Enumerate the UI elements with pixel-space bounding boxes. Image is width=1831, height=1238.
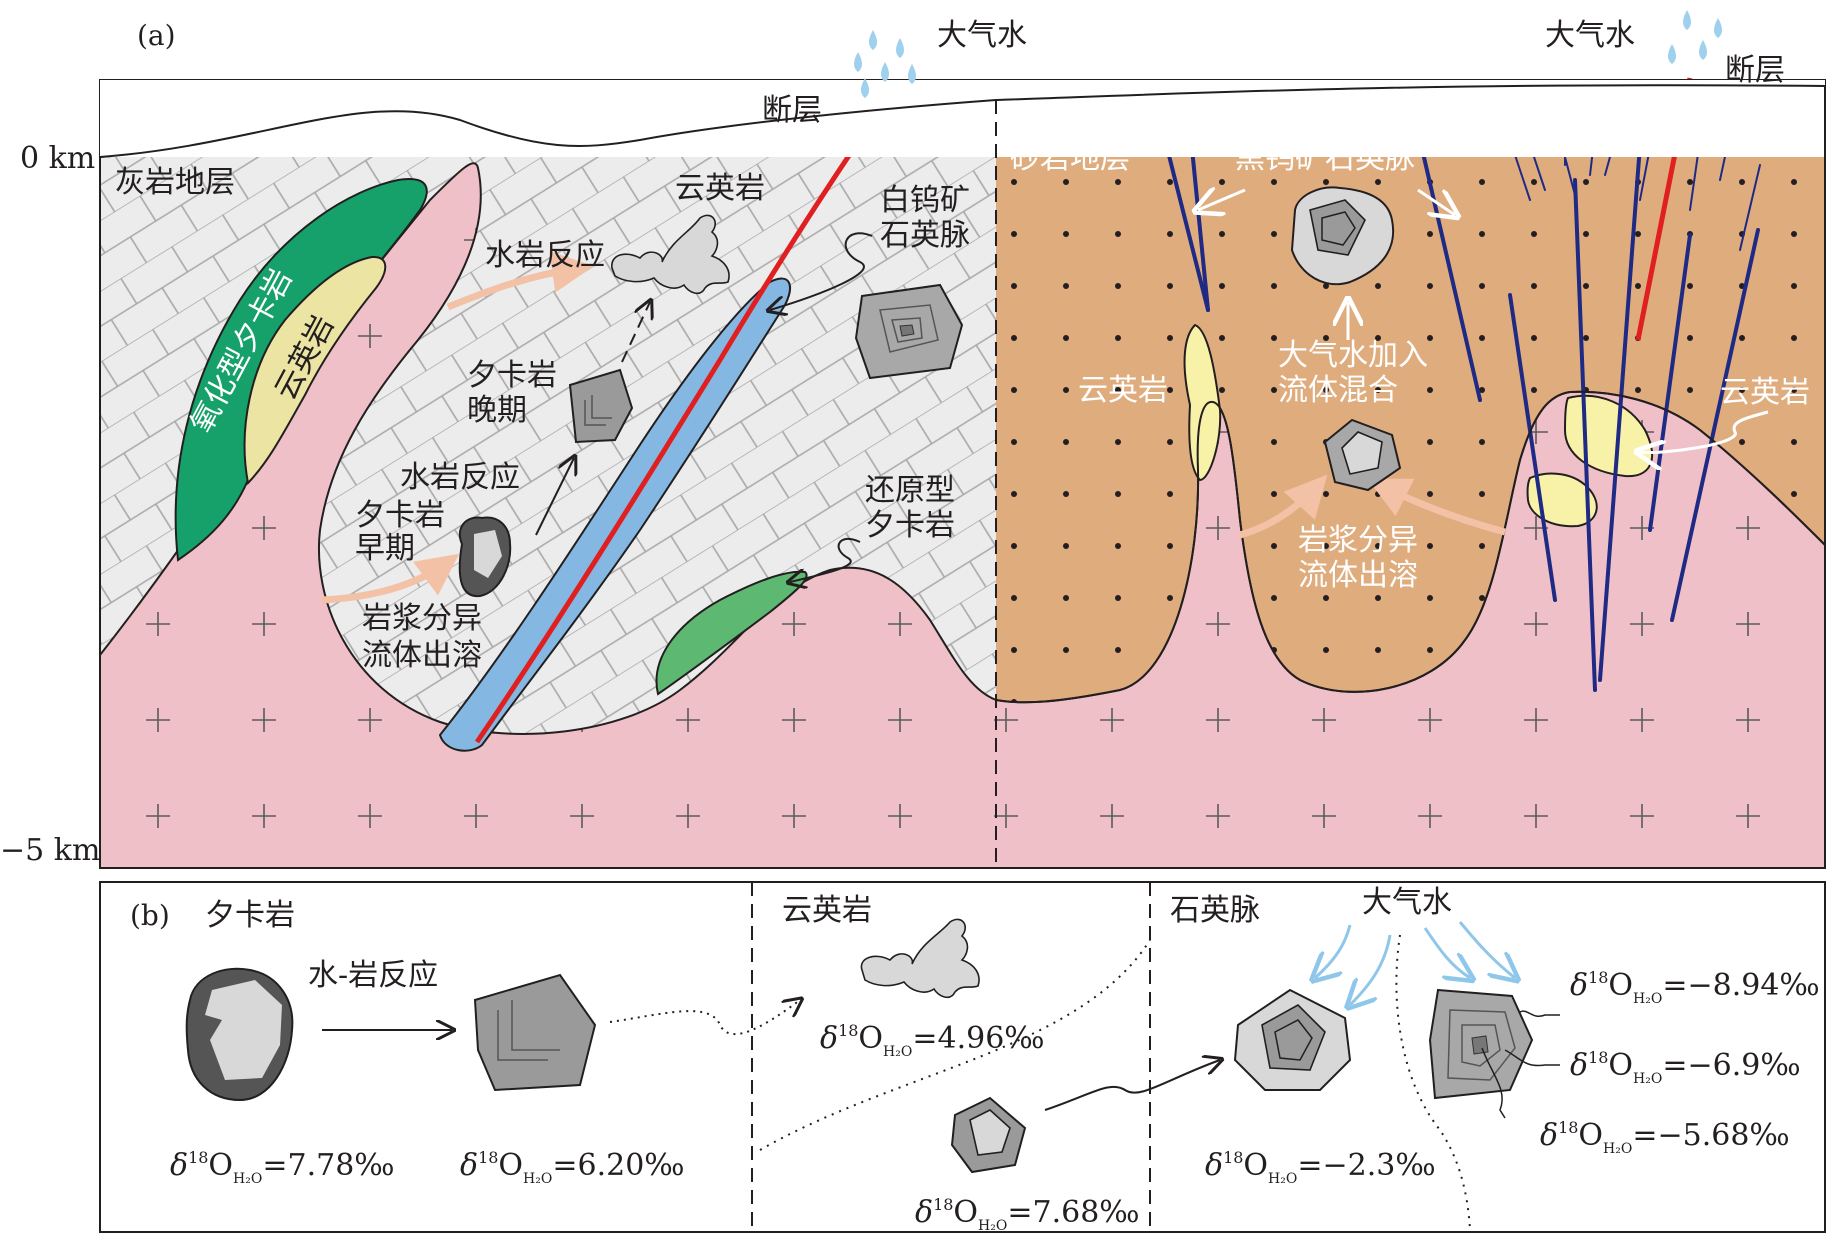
fault-label-left: 断层 bbox=[762, 93, 822, 128]
depth-bottom-label: −5 km bbox=[0, 833, 100, 868]
panel-b-tag: (b) bbox=[130, 899, 170, 932]
panel-b: (b) 夕卡岩 云英岩 石英脉 大气水 水-岩反应 bbox=[99, 881, 1826, 1234]
meteoric-water-label-b: 大气水 bbox=[1362, 885, 1452, 920]
water-rock-reaction-label-1: 水岩反应 bbox=[485, 238, 605, 273]
wolframite-vein-label: 黑钨矿石英脉 bbox=[1235, 141, 1415, 176]
scheelite-label-2: 石英脉 bbox=[880, 218, 970, 253]
skarn-late-crystal-icon-b bbox=[473, 973, 597, 1092]
greisen-aggregate-icon bbox=[611, 214, 730, 295]
scheelite-label-1: 白钨矿 bbox=[880, 183, 970, 218]
svg-text:δ18OH₂O=−6.9‰: δ18OH₂O=−6.9‰ bbox=[1570, 1048, 1801, 1087]
isotope-vein-mid: δ18OH₂O=−2.3‰ bbox=[1205, 1148, 1436, 1187]
fault-line-left bbox=[474, 108, 883, 744]
rain-icon bbox=[854, 30, 916, 98]
vein-title: 石英脉 bbox=[1170, 893, 1260, 928]
svg-text:δ18OH₂O=4.96‰: δ18OH₂O=4.96‰ bbox=[820, 1021, 1045, 1060]
svg-text:δ18OH₂O=6.20‰: δ18OH₂O=6.20‰ bbox=[460, 1148, 685, 1187]
svg-text:δ18OH₂O=7.78‰: δ18OH₂O=7.78‰ bbox=[170, 1148, 395, 1187]
isotope-skarn-late: δ18OH₂O=6.20‰ bbox=[460, 1148, 685, 1187]
water-rock-label-b: 水-岩反应 bbox=[308, 958, 438, 993]
mixing-label-2: 流体混合 bbox=[1278, 373, 1398, 408]
meteoric-water-label-right: 大气水 bbox=[1545, 18, 1635, 53]
isotope-vein-early: δ18OH₂O=7.68‰ bbox=[915, 1195, 1140, 1234]
isotope-vein-3: δ18OH₂O=−5.68‰ bbox=[1540, 1118, 1790, 1157]
vein-arrow-b bbox=[1044, 1060, 1220, 1111]
white-arrows bbox=[1198, 190, 1769, 452]
water-rock-reaction-label-2: 水岩反应 bbox=[400, 460, 520, 495]
skarn-title: 夕卡岩 bbox=[205, 898, 295, 933]
mixing-label-1: 大气水加入 bbox=[1278, 338, 1428, 373]
svg-text:δ18OH₂O=−8.94‰: δ18OH₂O=−8.94‰ bbox=[1570, 968, 1820, 1007]
greisen-pod-lower bbox=[1526, 472, 1598, 528]
wolframite-veins bbox=[1155, 89, 1761, 692]
process-arrows bbox=[535, 232, 873, 582]
meteoric-arrows-b bbox=[1315, 921, 1515, 1005]
magma-fluid-label-r-1: 岩浆分异 bbox=[1298, 523, 1418, 558]
reduced-skarn-label-1: 还原型 bbox=[865, 473, 955, 508]
isotope-skarn-early: δ18OH₂O=7.78‰ bbox=[170, 1148, 395, 1187]
greisen-left-body bbox=[243, 255, 387, 486]
svg-text:δ18OH₂O=−5.68‰: δ18OH₂O=−5.68‰ bbox=[1540, 1118, 1790, 1157]
skarn-late-label-1: 夕卡岩 bbox=[467, 358, 557, 393]
reduced-skarn-label-2: 夕卡岩 bbox=[865, 508, 955, 543]
greisen-aggregate-icon-b bbox=[860, 918, 980, 999]
magma-fluid-label-r-2: 流体出溶 bbox=[1298, 558, 1418, 593]
greisen-top-label: 云英岩 bbox=[675, 171, 765, 206]
svg-text:δ18OH₂O=7.68‰: δ18OH₂O=7.68‰ bbox=[915, 1195, 1140, 1234]
limestone-label: 灰岩地层 bbox=[115, 165, 235, 200]
isotope-vein-1: δ18OH₂O=−8.94‰ bbox=[1570, 968, 1820, 1007]
depth-top-label: 0 km bbox=[20, 141, 95, 176]
panel-a: (a) 0 km −5 km 灰岩地层 氧化型夕卡岩 云英岩 水岩反应 云英岩 … bbox=[0, 10, 1826, 869]
svg-text:δ18OH₂O=−2.3‰: δ18OH₂O=−2.3‰ bbox=[1205, 1148, 1436, 1187]
sandstone-label: 砂岩地层 bbox=[1010, 141, 1130, 176]
magma-fluid-arrows bbox=[321, 251, 1506, 604]
skarn-late-label-2: 晚期 bbox=[467, 393, 527, 428]
panel-a-tag: (a) bbox=[137, 19, 176, 52]
sandstone-boundary bbox=[995, 390, 1826, 704]
greisen-label-r-right: 云英岩 bbox=[1720, 375, 1810, 410]
skarn-early-label-2: 早期 bbox=[355, 531, 415, 566]
greisen-path-dotted bbox=[609, 1000, 800, 1035]
isotope-vein-2: δ18OH₂O=−6.9‰ bbox=[1570, 1048, 1801, 1087]
rain-icon bbox=[1668, 10, 1722, 64]
fault-label-right: 断层 bbox=[1725, 53, 1785, 88]
skarn-early-label-1: 夕卡岩 bbox=[355, 498, 445, 533]
meteoric-water-label-left: 大气水 bbox=[937, 18, 1027, 53]
leader-lines bbox=[1481, 1010, 1560, 1119]
magma-fluid-label-1: 岩浆分异 bbox=[362, 601, 482, 636]
divider-dotted-line bbox=[759, 939, 1151, 1151]
magma-fluid-label-2: 流体出溶 bbox=[362, 638, 482, 673]
greisen-label-r-left: 云英岩 bbox=[1078, 373, 1168, 408]
isotope-greisen: δ18OH₂O=4.96‰ bbox=[820, 1021, 1045, 1060]
greisen-title: 云英岩 bbox=[782, 893, 872, 928]
